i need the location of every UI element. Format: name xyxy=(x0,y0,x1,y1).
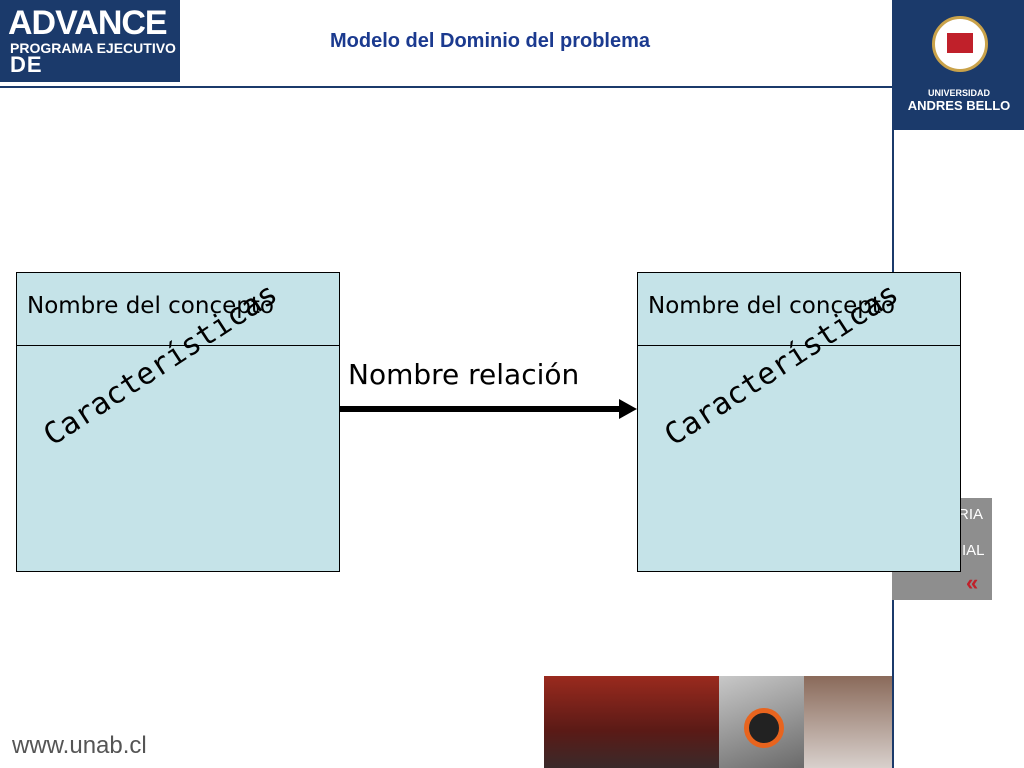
logo-right-line1: UNIVERSIDAD xyxy=(927,88,990,98)
university-seal-icon xyxy=(932,16,988,72)
university-logo: UNIVERSIDAD ANDRES BELLO xyxy=(894,0,1024,130)
concept-box-left: Nombre del concepto Características xyxy=(16,272,340,572)
play-icon xyxy=(744,708,784,748)
logo-left-line3: DE PREGRADO xyxy=(10,52,146,103)
footer-url: www.unab.cl xyxy=(12,732,147,759)
photo-group xyxy=(804,676,892,768)
advance-logo: ADVANCE PROGRAMA EJECUTIVO DE PREGRADO xyxy=(0,0,180,103)
relation-arrow xyxy=(339,399,637,419)
logo-left-line2: PROGRAMA EJECUTIVO xyxy=(10,40,176,56)
concept-box-right: Nombre del concepto Características xyxy=(637,272,961,572)
logo-right-line2: ANDRES BELLO xyxy=(907,98,1011,113)
side-banner-text-2: IAL xyxy=(962,542,985,559)
header-divider xyxy=(0,86,892,88)
photo-students xyxy=(544,676,719,768)
slide-title: Modelo del Dominio del problema xyxy=(330,30,651,52)
concept-name-right: Nombre del concepto xyxy=(648,293,895,319)
side-banner-text-1: RIA xyxy=(958,506,984,523)
logo-left-line1: ADVANCE xyxy=(8,4,168,42)
photo-strip xyxy=(544,676,892,768)
relation-label: Nombre relación xyxy=(348,358,580,391)
concept-name-left: Nombre del concepto xyxy=(27,293,274,319)
concept-header-right: Nombre del concepto xyxy=(638,273,960,346)
double-chevron-icon: « xyxy=(966,570,979,595)
concept-header-left: Nombre del concepto xyxy=(17,273,339,346)
